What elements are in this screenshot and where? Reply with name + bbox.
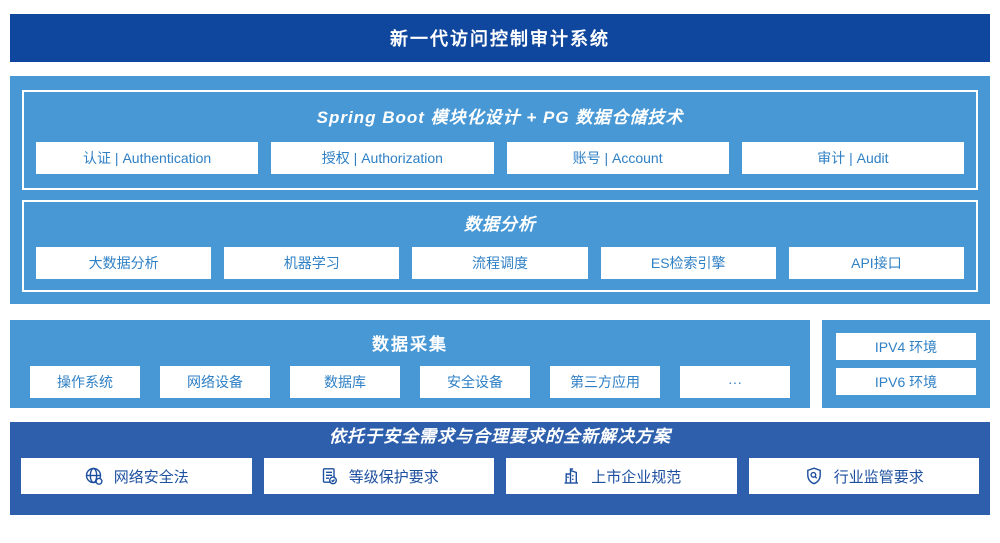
source-ellipsis: ··· bbox=[680, 366, 790, 398]
spring-boot-title: Spring Boot 模块化设计 + PG 数据仓储技术 bbox=[316, 108, 684, 127]
module-machine-learning: 机器学习 bbox=[224, 247, 400, 279]
law-label: 等级保护要求 bbox=[348, 468, 439, 486]
source-database: 数据库 bbox=[290, 366, 400, 398]
module-account: 账号 | Account bbox=[506, 142, 729, 174]
module-bigdata-analysis: 大数据分析 bbox=[36, 247, 212, 279]
page-title: 新一代访问控制审计系统 bbox=[390, 29, 610, 49]
env-ipv4: IPV4 环境 bbox=[836, 333, 976, 360]
spring-boot-frame: Spring Boot 模块化设计 + PG 数据仓储技术 认证 | Authe… bbox=[22, 90, 978, 190]
source-security-device: 安全设备 bbox=[420, 366, 530, 398]
solution-item-row: 网络安全法 等级保护要求 bbox=[10, 458, 990, 494]
module-api-interface: API接口 bbox=[788, 247, 965, 279]
document-check-icon bbox=[319, 466, 339, 486]
module-authorization: 授权 | Authorization bbox=[271, 142, 494, 174]
law-label: 上市企业规范 bbox=[591, 468, 682, 486]
law-label: 行业监管要求 bbox=[833, 468, 924, 486]
data-collection-title: 数据采集 bbox=[372, 335, 448, 354]
source-thirdparty-app: 第三方应用 bbox=[550, 366, 660, 398]
data-analysis-frame: 数据分析 大数据分析 机器学习 流程调度 ES检索引擎 API接口 bbox=[22, 200, 978, 292]
building-icon bbox=[561, 466, 581, 486]
data-collection-section: 数据采集 操作系统 网络设备 数据库 安全设备 第三方应用 ··· bbox=[10, 320, 810, 408]
collection-source-row: 操作系统 网络设备 数据库 安全设备 第三方应用 ··· bbox=[10, 366, 810, 398]
module-es-search-engine: ES检索引擎 bbox=[600, 247, 776, 279]
analysis-module-row: 大数据分析 机器学习 流程调度 ES检索引擎 API接口 bbox=[24, 247, 976, 279]
law-industry-regulation: 行业监管要求 bbox=[748, 458, 979, 494]
env-ipv6: IPV6 环境 bbox=[836, 368, 976, 395]
ip-environment-section: IPV4 环境 IPV6 环境 bbox=[822, 320, 990, 408]
system-title-banner: 新一代访问控制审计系统 bbox=[10, 14, 990, 62]
source-network-device: 网络设备 bbox=[160, 366, 270, 398]
module-authentication: 认证 | Authentication bbox=[36, 142, 259, 174]
data-analysis-title: 数据分析 bbox=[464, 215, 536, 234]
spring-module-row: 认证 | Authentication 授权 | Authorization 账… bbox=[24, 142, 976, 174]
globe-icon bbox=[84, 466, 104, 486]
solution-section: 依托于安全需求与合理要求的全新解决方案 网络安全法 bbox=[10, 422, 990, 515]
law-listed-company: 上市企业规范 bbox=[506, 458, 737, 494]
shield-search-icon bbox=[804, 466, 824, 486]
source-operating-system: 操作系统 bbox=[30, 366, 140, 398]
solution-title: 依托于安全需求与合理要求的全新解决方案 bbox=[329, 427, 671, 446]
law-label: 网络安全法 bbox=[113, 468, 189, 486]
law-network-security: 网络安全法 bbox=[21, 458, 252, 494]
law-classified-protection: 等级保护要求 bbox=[263, 458, 494, 494]
module-workflow-scheduling: 流程调度 bbox=[412, 247, 588, 279]
platform-section: Spring Boot 模块化设计 + PG 数据仓储技术 认证 | Authe… bbox=[10, 76, 990, 304]
module-audit: 审计 | Audit bbox=[741, 142, 964, 174]
middle-row: 数据采集 操作系统 网络设备 数据库 安全设备 第三方应用 ··· IPV4 环… bbox=[10, 320, 990, 408]
